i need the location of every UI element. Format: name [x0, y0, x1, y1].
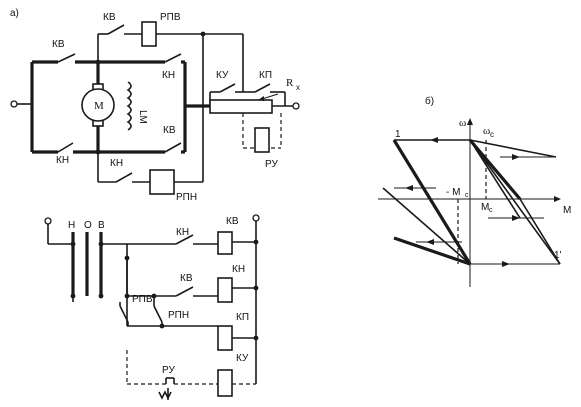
- coil-kp-label: КП: [236, 312, 249, 323]
- characteristic-1-prime: [469, 139, 561, 265]
- characteristic-mid-low: [519, 198, 561, 265]
- characteristic-left-mid: [382, 187, 471, 265]
- resistor-slider-arrow: [261, 93, 279, 100]
- arrow-bottom-right: [502, 261, 510, 267]
- coil-ku: [217, 369, 233, 397]
- contact-ku: КУ: [216, 70, 229, 81]
- control-contact-rpn: РПН: [168, 310, 189, 321]
- point-1-label: 1: [395, 129, 401, 140]
- control-terminal-left: [44, 217, 52, 225]
- motor: [81, 88, 115, 122]
- switch-n-label: Н: [68, 220, 75, 231]
- control-terminal-right: [252, 214, 260, 222]
- contact-kv-bottom-right: КВ: [163, 125, 176, 136]
- coil-kv: [217, 231, 233, 255]
- svg-text:КВ: КВ: [52, 39, 65, 50]
- arrow-top-left: [430, 137, 438, 143]
- svg-text:c: c: [490, 130, 494, 139]
- switch-o-label: О: [84, 220, 92, 231]
- characteristics-plot: б) М ω ω c М c - М c: [378, 95, 571, 287]
- control-contact-rpv: РПВ: [132, 294, 153, 305]
- right-terminal: [292, 102, 300, 110]
- contact-kn-rpn-branch: КН: [110, 158, 123, 169]
- arrow-top-right: [512, 154, 520, 160]
- switch-v-label: В: [98, 220, 105, 231]
- coil-ku-label: КУ: [236, 353, 249, 364]
- characteristic-1-steep: [392, 139, 472, 265]
- resistor-label-sub: x: [296, 83, 300, 92]
- characteristic-top-right: [469, 139, 557, 158]
- resistor-label: R: [286, 77, 294, 89]
- arrow-bottom-left: [426, 239, 434, 245]
- field-winding-lm: [126, 81, 132, 131]
- control-contact-ru: РУ: [162, 365, 175, 376]
- control-contact-kn: КН: [176, 227, 189, 238]
- relay-rpn-coil: [149, 169, 175, 195]
- characteristic-bottom-left: [393, 236, 471, 266]
- power-circuit: а) КВ КН М LM КН: [10, 8, 300, 203]
- contact-kn-bottom-left: КН: [56, 142, 98, 166]
- arrow-mid-left: [405, 185, 413, 191]
- left-terminal: [10, 100, 18, 108]
- relay-rpn-label: РПН: [176, 192, 197, 203]
- control-contact-kv: КВ: [180, 273, 193, 284]
- svg-text:КН: КН: [56, 155, 69, 166]
- svg-text:c: c: [465, 192, 469, 199]
- contact-kp: КП: [259, 70, 272, 81]
- panel-a-label: а): [10, 8, 19, 19]
- contact-kv-rpv-branch: КВ: [103, 12, 116, 23]
- neg-mc-label: - М: [446, 187, 460, 198]
- arrow-mid-right: [512, 215, 520, 221]
- mc-label: М: [481, 202, 489, 213]
- axis-omega-label: ω: [459, 117, 466, 129]
- point-1-prime-label: 1': [554, 250, 562, 261]
- resistor-rx: [209, 99, 273, 114]
- control-circuit: Н О В КН КВ КВ КН: [44, 214, 260, 400]
- contact-kv-top-left: КВ: [52, 39, 98, 64]
- axis-m-label: М: [563, 205, 571, 216]
- motor-label: М: [94, 100, 104, 112]
- coil-kn-label: КН: [232, 264, 245, 275]
- relay-rpv-coil: [141, 21, 157, 47]
- ru-delay-symbol: [158, 390, 172, 400]
- coil-kn: [217, 277, 233, 303]
- characteristic-thick-top-right: [468, 138, 522, 201]
- characteristic-mid: [469, 139, 521, 219]
- omega-c-label: ω: [483, 125, 490, 137]
- field-winding-label: LM: [137, 110, 148, 124]
- svg-text:c: c: [489, 207, 493, 214]
- panel-b-label: б): [425, 95, 434, 107]
- coil-kv-label: КВ: [226, 216, 239, 227]
- coil-kp: [217, 325, 233, 351]
- relay-ru-label: РУ: [265, 159, 278, 170]
- relay-ru-coil: [254, 127, 270, 153]
- contact-kn-top-right: КН: [162, 70, 175, 81]
- relay-rpv-label: РПВ: [160, 12, 181, 23]
